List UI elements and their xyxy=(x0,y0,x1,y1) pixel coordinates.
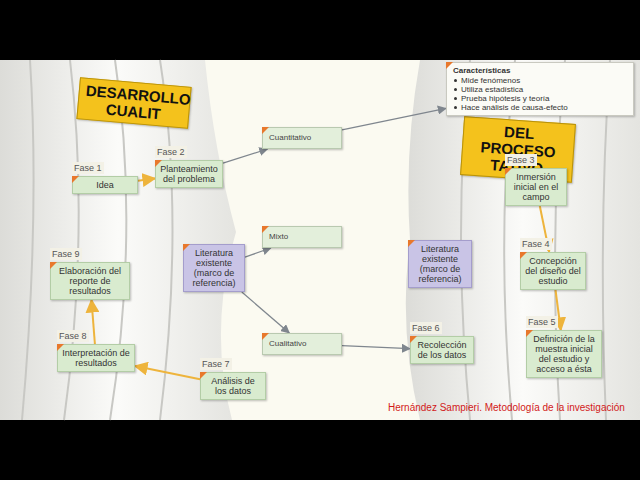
literature-box: Literatura existente (marco de referenci… xyxy=(408,240,472,288)
phase-label: Fase 7 xyxy=(200,358,232,370)
phase-box: Fase 5 Definición de la muestra inicial d… xyxy=(526,316,602,378)
phase-box: Fase 3 Inmersión inicial en el campo xyxy=(505,154,567,206)
branch-arrow xyxy=(245,248,271,257)
approach-box: Cuantitativo xyxy=(262,127,342,149)
phase-label: Fase 8 xyxy=(57,330,89,342)
box-text: Recolección de los datos xyxy=(415,340,469,360)
phase-box-body: Definición de la muestra inicial del est… xyxy=(526,330,602,378)
box-text: Literatura existente (marco de referenci… xyxy=(413,244,467,284)
title-banner-body: DESARROLLOCUALIT xyxy=(76,77,191,129)
literature-box-body: Literatura existente (marco de referenci… xyxy=(408,240,472,288)
bullet-item: Hace análisis de causa-efecto xyxy=(453,103,627,112)
phase-box: Fase 9 Elaboración del reporte de resulta… xyxy=(50,248,130,300)
phase-box-body: Recolección de los datos xyxy=(410,336,474,364)
bullet-dot xyxy=(454,79,457,82)
box-text: Mixto xyxy=(269,232,335,242)
flow-arrow xyxy=(135,366,200,379)
approach-box-body: Cualitativo xyxy=(262,333,342,355)
phase-label: Fase 1 xyxy=(72,162,104,174)
bullet-text: Utiliza estadística xyxy=(461,85,523,94)
phase-box-body: Interpretación de resultados xyxy=(57,344,135,372)
phase-box: Fase 7 Análisis de los datos xyxy=(200,358,266,400)
flow-arrow xyxy=(92,300,95,344)
bullet-dot xyxy=(454,88,457,91)
box-text: Cuantitativo xyxy=(269,133,335,143)
phase-box-body: Análisis de los datos xyxy=(200,372,266,400)
source-watermark: Hernández Sampieri. Metodología de la in… xyxy=(388,402,625,413)
box-text: Definición de la muestra inicial del est… xyxy=(531,334,597,374)
flow-arrow xyxy=(138,179,155,181)
phase-box: Fase 4 Concepción del diseño del estudio xyxy=(520,238,586,290)
phase-box: Fase 6 Recolección de los datos xyxy=(410,322,474,364)
bullet-text: Prueba hipótesis y teoría xyxy=(461,94,550,103)
phase-box: Fase 8 Interpretación de resultados xyxy=(57,330,135,372)
branch-arrow xyxy=(342,108,446,129)
bullet-text: Mide fenómenos xyxy=(461,76,520,85)
phase-label: Fase 6 xyxy=(410,322,442,334)
box-text: Análisis de los datos xyxy=(205,376,261,396)
features-box: CaracterísticasMide fenómenosUtiliza est… xyxy=(446,62,634,116)
literature-box: Literatura existente (marco de referenci… xyxy=(183,244,245,292)
literature-box-body: Literatura existente (marco de referenci… xyxy=(183,244,245,292)
phase-box-body: Inmersión inicial en el campo xyxy=(505,168,567,206)
bullet-item: Mide fenómenos xyxy=(453,76,627,85)
phase-label: Fase 4 xyxy=(520,238,552,250)
phase-box: Fase 1 Idea xyxy=(72,162,138,194)
phase-label: Fase 5 xyxy=(526,316,558,328)
title-banner: DESARROLLOCUALIT xyxy=(76,77,191,129)
phase-box-body: Concepción del diseño del estudio xyxy=(520,252,586,290)
left-curtain xyxy=(0,60,236,420)
phase-label: Fase 9 xyxy=(50,248,82,260)
bullet-dot xyxy=(454,97,457,100)
bullet-dot xyxy=(454,106,457,109)
phase-box: Fase 2 Planteamiento del problema xyxy=(155,146,223,188)
box-text: Idea xyxy=(77,180,133,190)
box-text: Concepción del diseño del estudio xyxy=(525,256,581,286)
box-text: Interpretación de resultados xyxy=(62,348,130,368)
letterbox-bar xyxy=(0,420,640,480)
approach-box: Cualitativo xyxy=(262,333,342,355)
bullet-text: Hace análisis de causa-efecto xyxy=(461,103,568,112)
box-text: Planteamiento del problema xyxy=(160,164,218,184)
bullet-item: Utiliza estadística xyxy=(453,85,627,94)
approach-box-body: Cuantitativo xyxy=(262,127,342,149)
phase-label: Fase 3 xyxy=(505,154,537,166)
phase-box-body: Elaboración del reporte de resultados xyxy=(50,262,130,300)
bullet-item: Prueba hipótesis y teoría xyxy=(453,94,627,103)
right-curtain xyxy=(406,60,640,420)
box-text: Literatura existente (marco de referenci… xyxy=(188,248,240,288)
phase-label: Fase 2 xyxy=(155,146,187,158)
branch-arrow xyxy=(242,292,289,333)
box-text: Elaboración del reporte de resultados xyxy=(55,266,125,296)
phase-box-body: Planteamiento del problema xyxy=(155,160,223,188)
branch-arrow xyxy=(342,346,410,349)
box-text: Cualitativo xyxy=(269,339,335,349)
features-box-body: CaracterísticasMide fenómenosUtiliza est… xyxy=(446,62,634,116)
approach-box-body: Mixto xyxy=(262,226,342,248)
phase-box-body: Idea xyxy=(72,176,138,194)
box-heading: Características xyxy=(453,66,627,75)
approach-box: Mixto xyxy=(262,226,342,248)
letterbox-bar xyxy=(0,0,640,60)
box-text: Inmersión inicial en el campo xyxy=(510,172,562,202)
branch-arrow xyxy=(223,149,268,163)
